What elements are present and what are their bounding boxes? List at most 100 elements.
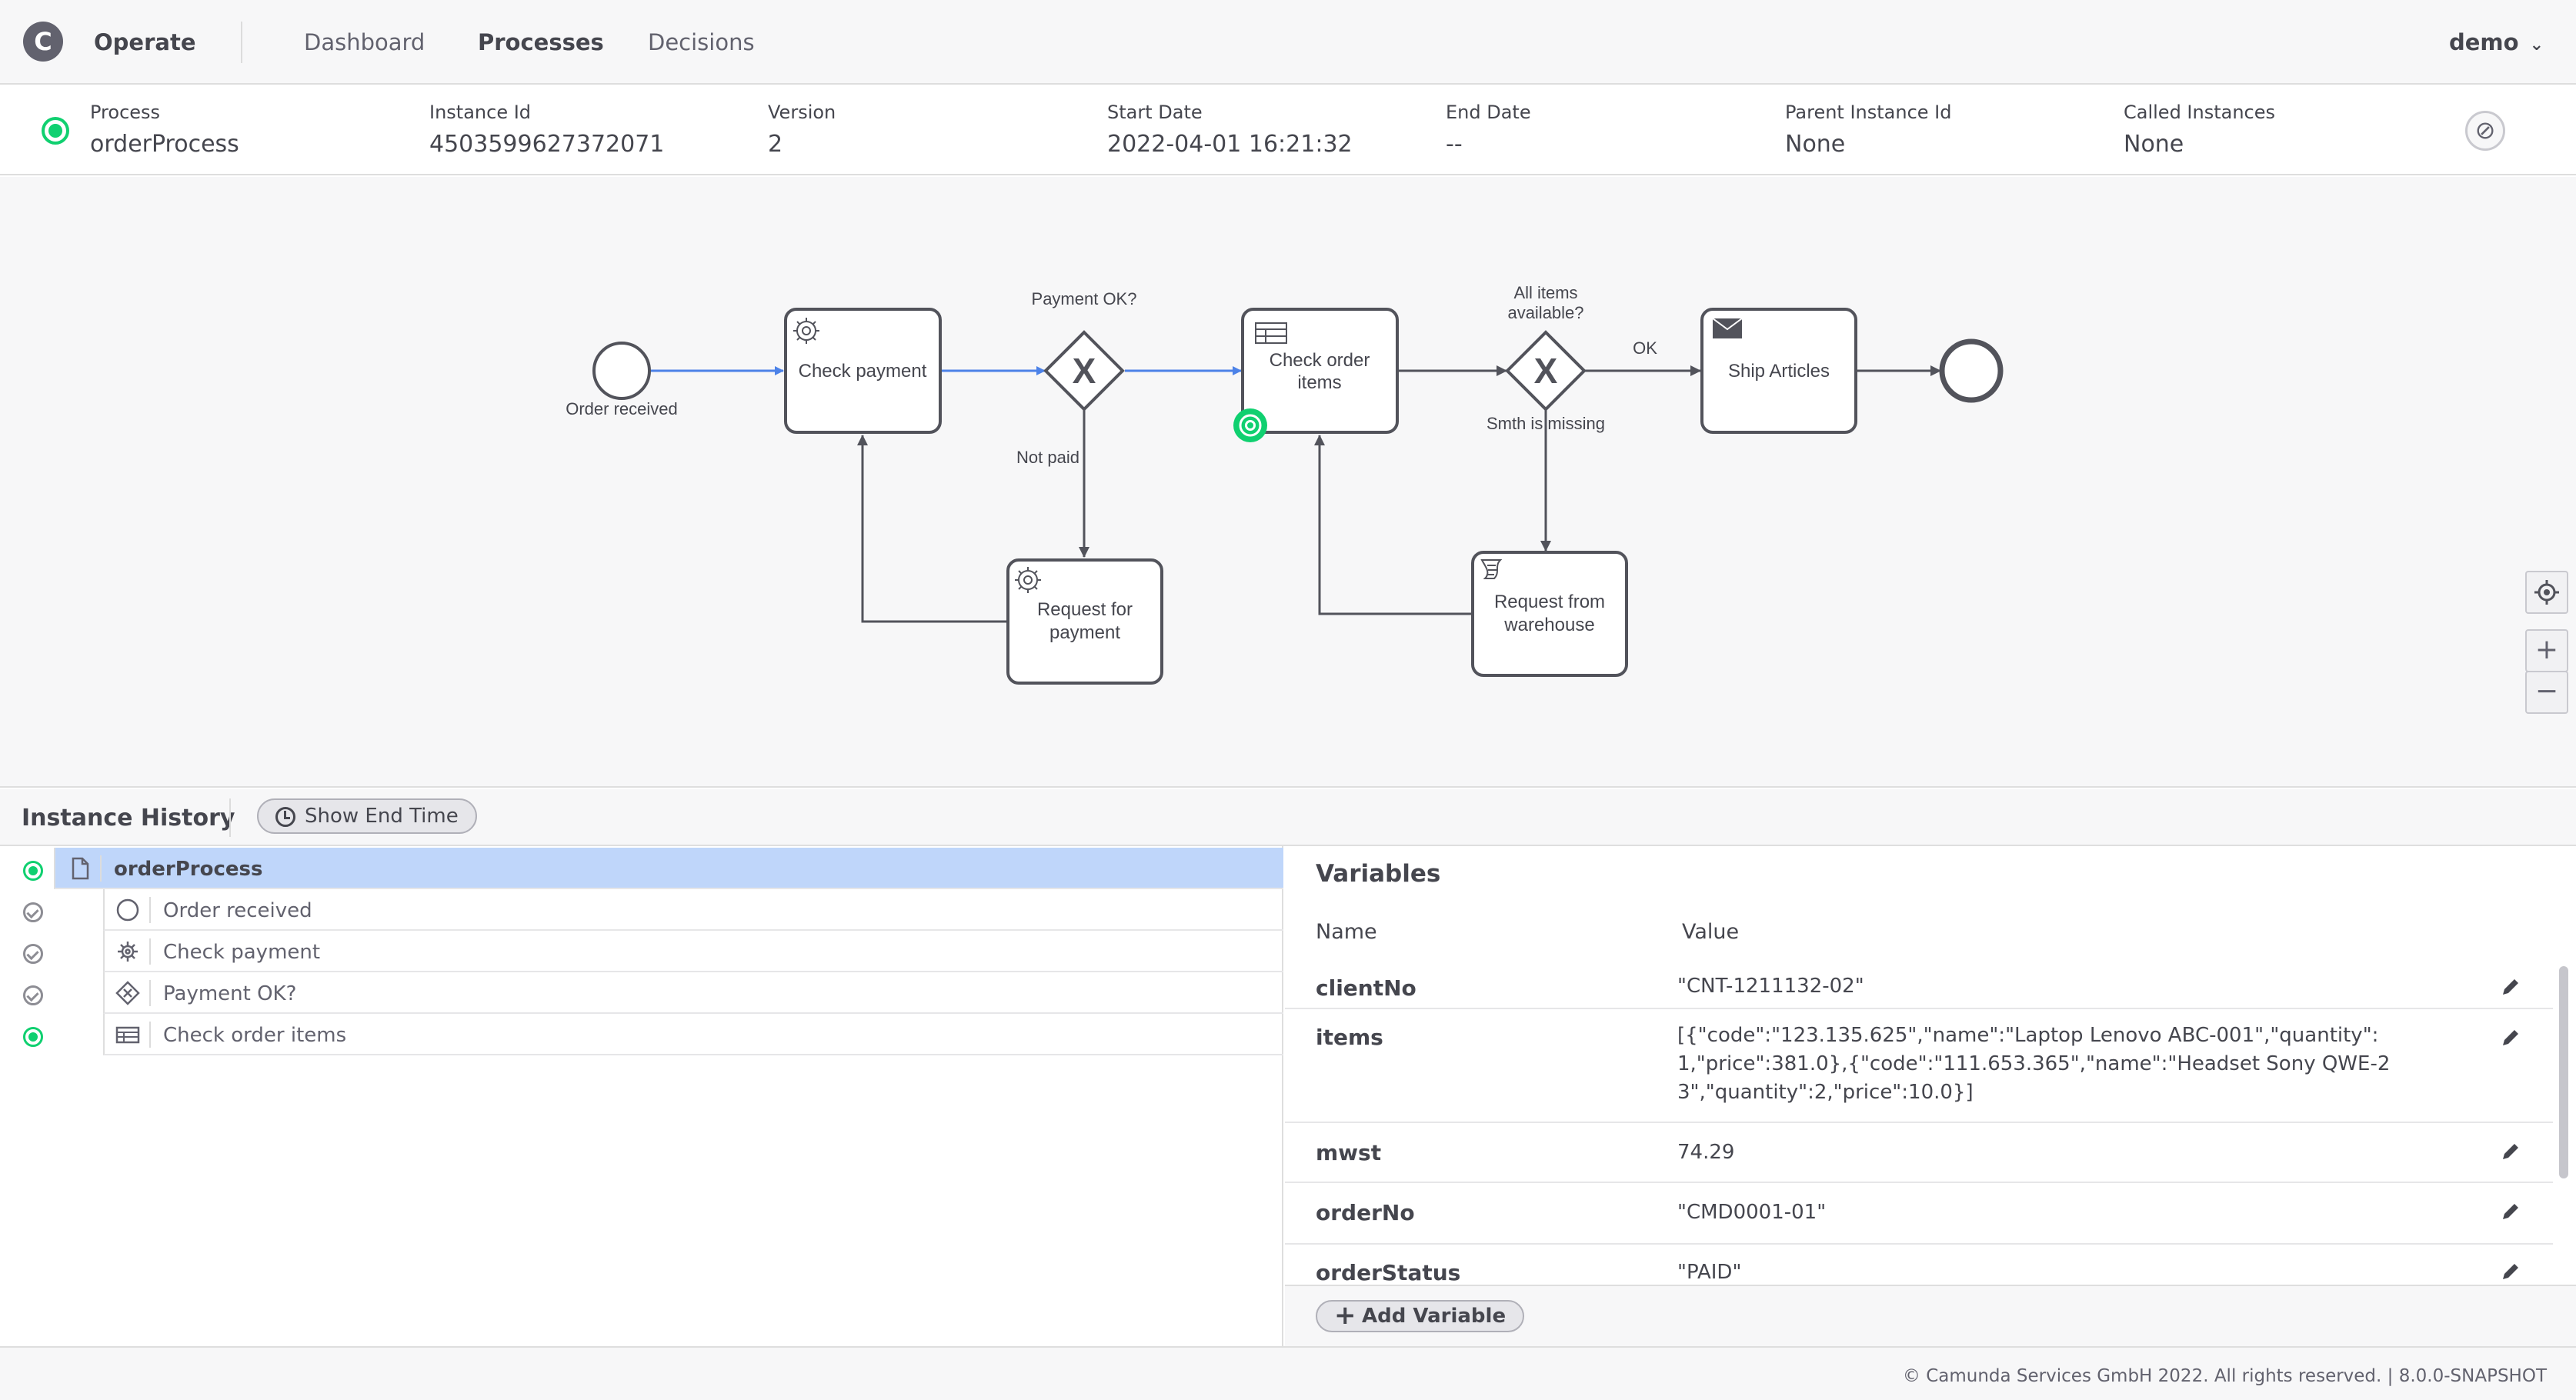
variables-footer: + Add Variable <box>1285 1285 2576 1346</box>
header-label: Called Instances <box>2124 102 2276 123</box>
start-event-icon <box>116 898 139 922</box>
history-row-body[interactable]: Payment OK? <box>103 972 1283 1014</box>
request-payment-label-line2: payment <box>1049 622 1120 643</box>
gateway-icon <box>115 981 140 1005</box>
status-active-icon <box>23 861 43 881</box>
service-task-icon <box>793 318 819 344</box>
header-label: Process <box>90 102 161 123</box>
status-active-icon <box>23 1027 43 1047</box>
history-row-check-payment[interactable]: Check payment <box>0 931 1283 972</box>
status-completed-icon <box>23 985 43 1005</box>
edit-variable-button[interactable] <box>2499 1200 2522 1223</box>
version-value: 2 <box>768 131 783 158</box>
variable-name: mwst <box>1316 1140 1382 1165</box>
variable-value: "PAID" <box>1677 1261 1742 1284</box>
header-label: Instance Id <box>429 102 532 123</box>
variable-name: orderStatus <box>1316 1260 1461 1285</box>
gateway-items-available[interactable] <box>1505 330 1587 412</box>
gateway-payment-ok[interactable] <box>1043 330 1125 412</box>
column-header-value: Value <box>1682 920 1740 944</box>
header-version: Version 2 <box>768 102 836 158</box>
camunda-logo[interactable]: C <box>23 22 63 62</box>
start-event-order-received[interactable] <box>592 342 651 400</box>
task-request-for-payment[interactable] <box>1006 558 1163 685</box>
ship-articles-label: Ship Articles <box>1728 361 1830 382</box>
flow-missing-label: Smth is missing <box>1487 414 1605 433</box>
variable-row: mwst 74.29 <box>1285 1123 2553 1183</box>
task-request-from-warehouse[interactable] <box>1471 551 1628 677</box>
divider <box>100 855 102 882</box>
divider <box>149 897 151 923</box>
request-payment-label-line1: Request for <box>1037 599 1133 620</box>
reset-diagram-button[interactable] <box>2525 571 2568 614</box>
history-node-name: Check order items <box>163 1024 347 1047</box>
variable-value: [{"code":"123.135.625","name":"Laptop Le… <box>1677 1024 2391 1104</box>
edit-variable-button[interactable] <box>2499 1140 2522 1163</box>
show-end-time-button[interactable]: Show End Time <box>257 798 477 834</box>
check-items-label-line2: items <box>1297 372 1341 393</box>
variables-scrollbar[interactable] <box>2559 966 2568 1178</box>
edit-variable-button[interactable] <box>2499 1026 2522 1049</box>
header-start-date: Start Date 2022-04-01 16:21:32 <box>1107 102 1353 158</box>
gateway-x-mark: X <box>1073 351 1096 391</box>
add-variable-button[interactable]: + Add Variable <box>1316 1300 1525 1332</box>
service-task-icon <box>1015 567 1041 593</box>
pencil-icon <box>2503 1144 2518 1159</box>
cancel-icon: ⊘ <box>2474 115 2496 145</box>
header-label: End Date <box>1446 102 1531 123</box>
app-name[interactable]: Operate <box>94 29 196 55</box>
service-task-icon <box>118 942 138 962</box>
pencil-icon <box>2503 1204 2518 1219</box>
header-process: Process orderProcess <box>90 102 239 158</box>
history-row-body[interactable]: Check payment <box>103 931 1283 972</box>
variable-row: clientNo "CNT-1211132-02" <box>1285 963 2553 1009</box>
zoom-out-button[interactable]: − <box>2525 671 2568 714</box>
nav-decisions[interactable]: Decisions <box>648 29 755 55</box>
variable-name: clientNo <box>1316 975 1416 1001</box>
variable-name: items <box>1316 1025 1383 1050</box>
page-footer: © Camunda Services GmbH 2022. All rights… <box>0 1346 2576 1400</box>
flow-request-payment-back <box>857 435 1008 623</box>
header-instance-id: Instance Id 4503599627372071 <box>429 102 664 158</box>
pencil-icon <box>2503 1030 2518 1045</box>
request-warehouse-label-line1: Request from <box>1494 592 1605 612</box>
chevron-down-icon: ⌄ <box>2529 35 2544 55</box>
header-label: Version <box>768 102 836 123</box>
history-row-body[interactable]: Order received <box>103 889 1283 931</box>
variables-panel: Variables Name Value clientNo "CNT-12111… <box>1285 846 2576 1346</box>
active-token-marker-icon <box>1233 408 1267 442</box>
task-check-order-items[interactable] <box>1241 308 1399 434</box>
nav-processes[interactable]: Processes <box>478 29 604 55</box>
nav-dashboard[interactable]: Dashboard <box>304 29 425 55</box>
bpmn-diagram[interactable]: Order received Check payment X Payment O… <box>0 177 2576 788</box>
zoom-in-button[interactable]: + <box>2525 629 2568 672</box>
history-row-body[interactable]: Check order items <box>103 1014 1283 1055</box>
task-check-payment[interactable] <box>784 308 942 434</box>
history-row-orderprocess[interactable]: orderProcess <box>0 848 1283 889</box>
edit-variable-button[interactable] <box>2499 975 2522 998</box>
show-end-time-label: Show End Time <box>305 805 459 828</box>
diagram-canvas: Order received Check payment X Payment O… <box>566 283 2004 685</box>
history-row-body[interactable]: orderProcess <box>54 848 1283 889</box>
history-row-check-order-items[interactable]: Check order items <box>0 1014 1283 1055</box>
cancel-instance-button[interactable]: ⊘ <box>2465 111 2505 151</box>
variable-row: items [{"code":"123.135.625","name":"Lap… <box>1285 1009 2553 1123</box>
history-row-payment-ok[interactable]: Payment OK? <box>0 972 1283 1014</box>
process-name: orderProcess <box>90 131 239 158</box>
user-menu[interactable]: demo⌄ <box>2449 29 2544 55</box>
copyright-text: © Camunda Services GmbH 2022. All rights… <box>1902 1366 2547 1386</box>
end-event[interactable] <box>1939 338 2004 403</box>
history-node-name: orderProcess <box>114 858 263 881</box>
locate-icon <box>2534 580 2559 605</box>
header-label: Parent Instance Id <box>1785 102 1952 123</box>
history-node-name: Order received <box>163 899 312 922</box>
document-icon <box>72 857 89 880</box>
called-instances-value: None <box>2124 131 2184 158</box>
variables-title: Variables <box>1316 860 1441 888</box>
history-row-order-received[interactable]: Order received <box>0 889 1283 931</box>
edit-variable-button[interactable] <box>2499 1260 2522 1283</box>
variable-name: orderNo <box>1316 1200 1415 1225</box>
top-navigation: C Operate Dashboard Processes Decisions … <box>0 0 2576 85</box>
task-ship-articles[interactable] <box>1700 308 1857 434</box>
gateway-items-label-line1: All items <box>1513 283 1577 302</box>
